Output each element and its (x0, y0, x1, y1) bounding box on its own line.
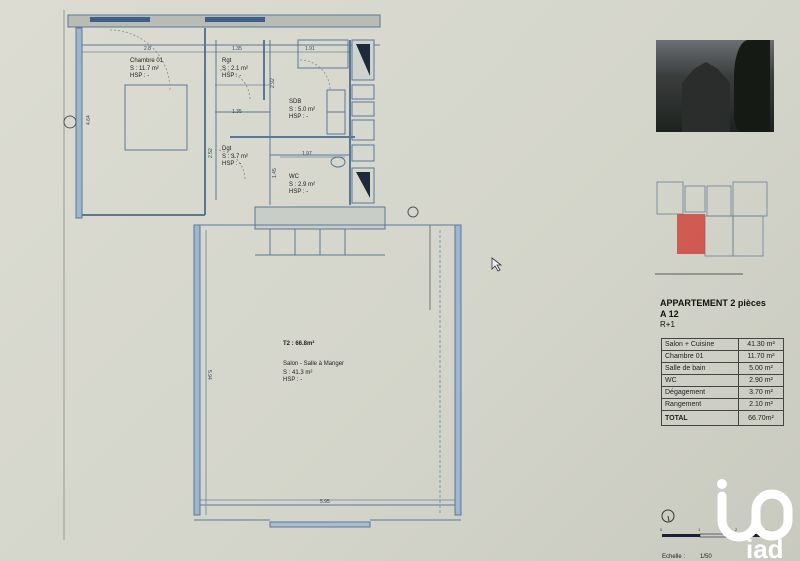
apartment-title: APPARTEMENT 2 pièces (660, 298, 766, 308)
apartment-lot: A 12 (660, 309, 679, 319)
svg-text:S : 2.1 m²: S : 2.1 m² (222, 66, 248, 72)
svg-text:Dgt: Dgt (222, 146, 232, 152)
room-wc: WC S : 2.9 m² HSP : - (289, 174, 315, 195)
scale-value: 1/50 (700, 554, 712, 560)
total-label: TOTAL (661, 410, 739, 426)
iad-logo: iad (717, 479, 793, 561)
room-cell: Salle de bain (661, 362, 739, 375)
dim-label: 4.64 (86, 115, 92, 125)
room-rgt: Rgt S : 2.1 m² HSP : - (222, 58, 248, 79)
svg-text:Salon - Salle à Manger: Salon - Salle à Manger (283, 361, 344, 367)
svg-text:S : 41.3 m²: S : 41.3 m² (283, 370, 312, 376)
dim-label: 1.45 (272, 168, 278, 178)
svg-text:HSP : -: HSP : - (283, 377, 302, 383)
location-mini-plan (655, 181, 768, 275)
building-photo (656, 40, 774, 132)
room-cell: Rangement (661, 398, 739, 411)
dim-label: 1.97 (302, 151, 312, 157)
svg-text:S : 2.9 m²: S : 2.9 m² (289, 182, 315, 188)
apartment-info: APPARTEMENT 2 pièces A 12 R+1 (660, 298, 766, 329)
apartment-floor: R+1 (660, 320, 675, 329)
dim-label: 5.94 (206, 370, 212, 380)
scale-tick: 2 (735, 527, 738, 532)
room-chambre: Chambre 01 S : 11.7 m² HSP : - (130, 58, 164, 79)
plan-total-label: T2 : 66.8m² (283, 340, 314, 347)
area-cell: 2.90 m² (738, 374, 784, 387)
scale-tick: 1 (698, 527, 701, 532)
dim-label: 5.95 (320, 499, 330, 505)
room-sdb: SDB S : 5.0 m² HSP : - (289, 99, 315, 120)
wall-salon-right (454, 224, 462, 516)
svg-text:S : 5.0 m²: S : 5.0 m² (289, 107, 315, 113)
apartment-highlight (677, 214, 705, 254)
room-cell: Dégagement (661, 386, 739, 399)
area-cell: 41.30 m² (738, 338, 784, 351)
room-cell: Salon + Cuisine (661, 338, 739, 351)
room-salon: Salon - Salle à Manger S : 41.3 m² HSP :… (283, 361, 344, 383)
svg-text:HSP : -: HSP : - (222, 161, 241, 167)
scale-tick: 0 (660, 527, 663, 532)
scale-label: Echelle : (662, 554, 685, 560)
dim-label: 2.52 (208, 148, 214, 158)
area-cell: 3.70 m² (738, 386, 784, 399)
total-area: 66.70m² (738, 410, 784, 426)
area-cell: 2.10 m² (738, 398, 784, 411)
wall-salon-left (193, 224, 201, 516)
area-cell: 5.00 m² (738, 362, 784, 375)
dim-label: 1.35 (232, 109, 242, 115)
mouse-cursor-icon (491, 257, 503, 272)
svg-text:HSP : -: HSP : - (130, 73, 149, 79)
svg-text:WC: WC (289, 174, 300, 180)
room-dgt: Dgt S : 3.7 m² HSP : - (222, 146, 248, 167)
dim-label: 2.8 (144, 46, 151, 52)
dim-label: 1.35 (232, 46, 242, 52)
wall-left (75, 27, 83, 219)
svg-text:HSP : -: HSP : - (222, 73, 241, 79)
svg-text:HSP : -: HSP : - (289, 189, 308, 195)
svg-text:S : 3.7 m²: S : 3.7 m² (222, 154, 248, 160)
room-cell: Chambre 01 (661, 350, 739, 363)
svg-text:HSP : -: HSP : - (289, 114, 308, 120)
dim-label: 1.91 (305, 46, 315, 52)
svg-text:Chambre 01: Chambre 01 (130, 58, 164, 64)
svg-text:Rgt: Rgt (222, 58, 232, 64)
svg-text:iad: iad (746, 534, 784, 561)
north-arrow-icon (661, 509, 675, 523)
room-cell: WC (661, 374, 739, 387)
area-cell: 11.70 m² (738, 350, 784, 363)
svg-text:SDB: SDB (289, 99, 301, 105)
dim-label: 2.92 (270, 78, 276, 88)
svg-text:S : 11.7 m²: S : 11.7 m² (130, 66, 159, 72)
